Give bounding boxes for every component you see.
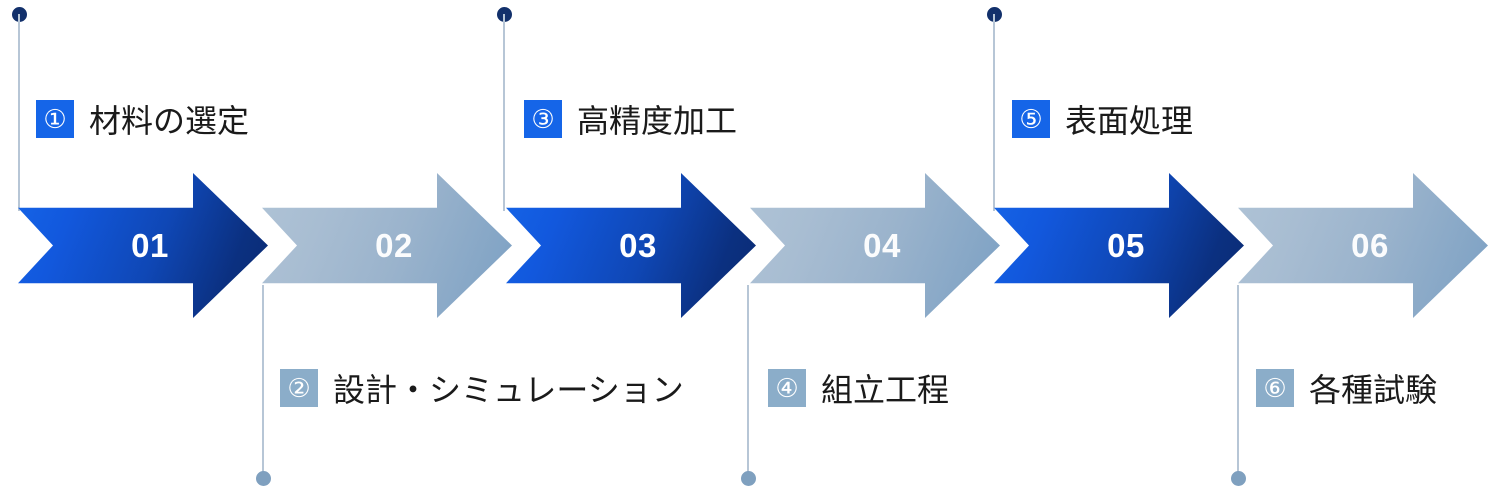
step-label-text-4: 組立工程: [821, 372, 950, 408]
process-arrow-step-4[interactable]: 04: [750, 173, 1000, 318]
process-arrow-step-6[interactable]: 06: [1238, 173, 1488, 318]
step-badge-icon-6: ⑥: [1256, 369, 1294, 407]
arrow-number-step-3: 03: [619, 226, 657, 264]
step-label-1[interactable]: ① 材料の選定: [36, 96, 249, 142]
step-badge-icon-4: ④: [768, 369, 806, 407]
step-label-6[interactable]: ⑥ 各種試験: [1256, 365, 1437, 411]
arrow-number-step-1: 01: [131, 226, 169, 264]
step-label-4[interactable]: ④ 組立工程: [768, 365, 949, 411]
connector-line-step-6: [1237, 285, 1239, 479]
step-label-text-2: 設計・シミュレーション: [333, 372, 684, 408]
connector-line-step-3: [503, 14, 505, 211]
step-label-text-6: 各種試験: [1309, 372, 1438, 408]
connector-dot-step-6: [1231, 471, 1246, 486]
step-label-text-5: 表面処理: [1065, 103, 1194, 139]
connector-line-step-5: [993, 14, 995, 211]
arrow-number-step-4: 04: [863, 226, 901, 264]
connector-line-step-1: [18, 14, 20, 211]
arrow-number-step-2: 02: [375, 226, 413, 264]
process-arrow-step-2[interactable]: 02: [262, 173, 512, 318]
process-arrow-step-1[interactable]: 01: [18, 173, 268, 318]
connector-line-step-2: [262, 285, 264, 479]
arrow-number-step-6: 06: [1351, 226, 1389, 264]
process-arrow-step-5[interactable]: 05: [994, 173, 1244, 318]
process-arrow-step-3[interactable]: 03: [506, 173, 756, 318]
step-label-2[interactable]: ② 設計・シミュレーション: [280, 365, 684, 411]
connector-dot-step-4: [741, 471, 756, 486]
step-badge-icon-2: ②: [280, 369, 318, 407]
step-label-5[interactable]: ⑤ 表面処理: [1012, 96, 1193, 142]
step-label-text-3: 高精度加工: [577, 103, 738, 139]
arrow-number-step-5: 05: [1107, 226, 1145, 264]
step-badge-icon-1: ①: [36, 100, 74, 138]
connector-line-step-4: [747, 285, 749, 479]
step-badge-icon-5: ⑤: [1012, 100, 1050, 138]
step-badge-icon-3: ③: [524, 100, 562, 138]
step-label-3[interactable]: ③ 高精度加工: [524, 96, 737, 142]
step-label-text-1: 材料の選定: [89, 103, 250, 139]
connector-dot-step-2: [256, 471, 271, 486]
